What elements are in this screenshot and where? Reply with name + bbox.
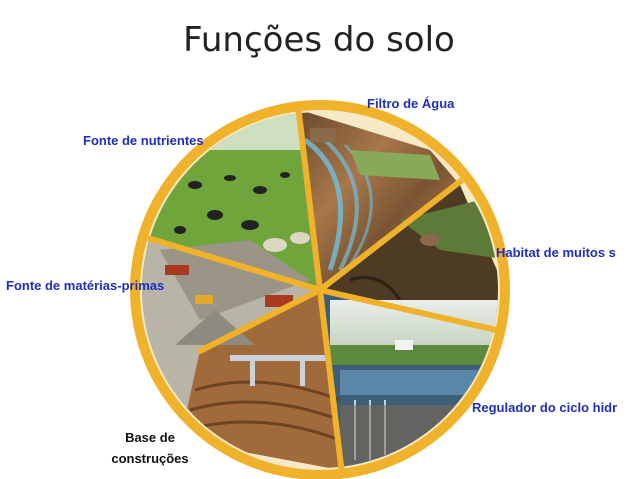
label-nutrients: Fonte de nutrientes — [83, 133, 204, 148]
slide-title: Funções do solo — [183, 20, 455, 60]
label-construction: Base de construções — [95, 427, 205, 469]
cows-group — [174, 172, 290, 234]
sector-construction — [180, 290, 340, 468]
label-construction-line1: Base de — [125, 430, 175, 445]
label-habitat: Habitat de muitos s — [496, 245, 616, 260]
label-raw-materials: Fonte de matérias-primas — [6, 278, 165, 293]
label-water-cycle: Regulador do ciclo hidr — [472, 400, 618, 415]
label-water-filter: Filtro de Água — [367, 96, 455, 111]
label-construction-line2: construções — [111, 451, 189, 466]
